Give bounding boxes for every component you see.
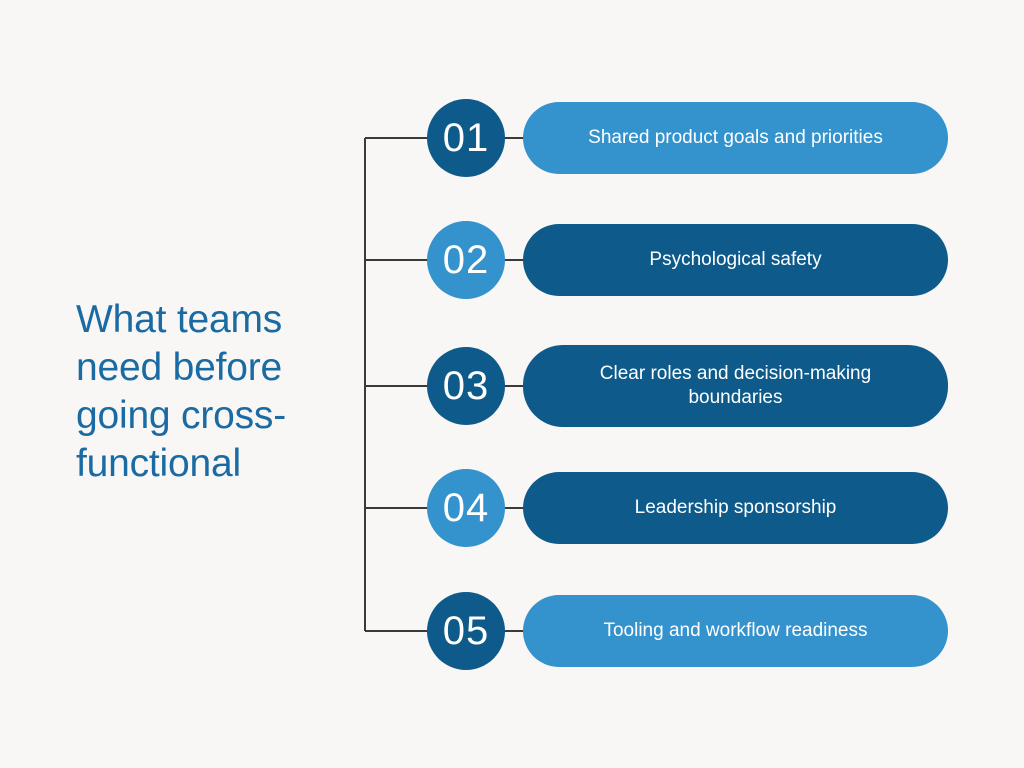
step-number-badge: 02 <box>427 221 505 299</box>
step-label: Clear roles and decision-making boundari… <box>599 363 872 408</box>
step-number-badge: 05 <box>427 592 505 670</box>
step-label: Leadership sponsorship <box>634 497 837 518</box>
step-number-badge: 01 <box>427 99 505 177</box>
step-number: 04 <box>442 485 490 530</box>
step-number-badge: 04 <box>427 469 505 547</box>
step-label: Shared product goals and priorities <box>588 127 883 148</box>
step-pill: Shared product goals and priorities <box>523 102 948 174</box>
step-label: Psychological safety <box>649 249 822 270</box>
step-pill: Clear roles and decision-making boundari… <box>523 345 948 427</box>
page-title: What teams need before going cross- func… <box>76 298 287 485</box>
step-number: 05 <box>442 608 490 653</box>
connector-trunk-line <box>364 138 366 631</box>
step-number: 02 <box>442 237 490 282</box>
step-number-badge: 03 <box>427 347 505 425</box>
step-pill: Tooling and workflow readiness <box>523 595 948 667</box>
step-number: 03 <box>442 363 490 408</box>
step-pill: Leadership sponsorship <box>523 472 948 544</box>
step-pill: Psychological safety <box>523 224 948 296</box>
step-number: 01 <box>442 115 490 160</box>
step-label: Tooling and workflow readiness <box>603 620 868 641</box>
